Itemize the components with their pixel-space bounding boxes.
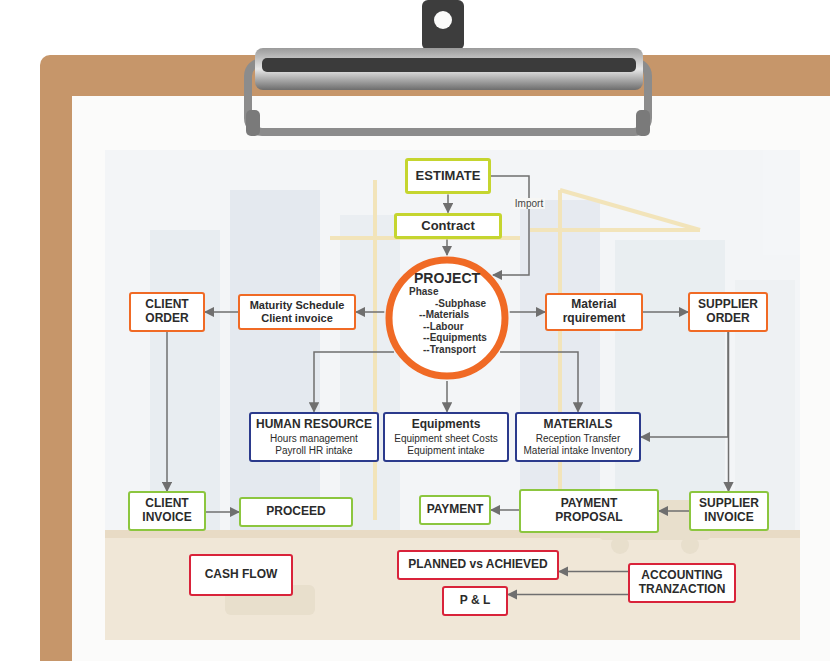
node-heading: ACCOUNTING TRANZACTION [635,569,729,597]
estimate-box: ESTIMATE [405,158,491,195]
process-box: PROCEED [239,497,353,527]
connector [446,381,448,412]
edge-label: Import [513,198,545,209]
node-heading: SUPPLIER INVOICE [696,497,762,525]
node-heading: Equipments [390,418,502,432]
module-box: HUMAN RESOURCEHours management Payroll H… [249,412,379,463]
connector [728,332,730,491]
order-box: CLIENT ORDER [129,292,205,332]
module-box: EquipmentsEquipment sheet Costs Equipmen… [383,412,509,463]
node-heading: HUMAN RESOURCE [256,418,372,432]
node-body: -Subphase [385,298,509,310]
node-body: --Equipments [385,332,509,344]
connector [314,352,394,412]
connector [356,311,384,313]
construction-scene [105,150,800,640]
paper-shadow [75,99,830,661]
report-box: ACCOUNTING TRANZACTION [628,563,736,603]
node-heading: PLANNED vs ACHIEVED [404,558,552,572]
invoice-box: CLIENT INVOICE [128,491,206,531]
process-box: PAYMENT [419,495,491,525]
connector [500,352,578,412]
report-box: CASH FLOW [189,554,293,596]
node-heading: Contract [402,219,494,234]
report-box: P & L [442,586,508,616]
node-heading: PAYMENT [426,503,484,517]
node-heading: Material rquirement [552,298,636,326]
connector [205,311,238,313]
connector [659,510,689,512]
connector [508,594,628,596]
connector [446,239,448,255]
module-box: MATERIALSReception Transfer Material int… [515,412,641,463]
node-heading: MATERIALS [522,418,634,432]
node-body: Reception Transfer Material intake Inven… [522,433,634,456]
requirement-box: Material rquirement [545,293,643,331]
node-body: Equipment sheet Costs Equipment intake [390,433,502,456]
node-heading: CLIENT ORDER [136,298,198,326]
node-heading: SUPPLIER ORDER [695,298,761,326]
clip [246,0,650,136]
node-body: --Materials [385,309,509,321]
schedule-box: Maturity Schedule Client invoice [238,294,356,329]
node-heading: ESTIMATE [413,169,483,184]
node-heading: P & L [449,594,501,608]
node-body: --Transport [385,344,509,356]
connector [559,571,628,573]
project-circle: PROJECTPhase-Subphase--Materials--Labour… [385,256,509,380]
process-box: PAYMENT PROPOSAL [519,489,659,533]
connector [447,194,449,212]
paper [72,96,830,661]
connector [510,311,545,313]
node-body: Hours management Payroll HR intake [256,433,372,456]
order-box: SUPPLIER ORDER [688,292,768,332]
connector [643,311,688,313]
node-heading: Maturity Schedule Client invoice [245,299,349,324]
node-body: Phase [385,286,509,298]
contract-box: Contract [394,213,502,240]
node-heading: PAYMENT PROPOSAL [526,497,652,525]
connector [166,332,168,491]
node-heading: PROJECT [385,270,509,286]
node-heading: CLIENT INVOICE [135,497,199,525]
node-heading: CASH FLOW [196,568,286,582]
connector [491,509,519,511]
connector [641,332,728,437]
connector [206,511,239,513]
report-box: PLANNED vs ACHIEVED [397,550,559,580]
node-heading: PROCEED [246,505,346,519]
invoice-box: SUPPLIER INVOICE [689,491,769,531]
node-body: --Labour [385,321,509,333]
